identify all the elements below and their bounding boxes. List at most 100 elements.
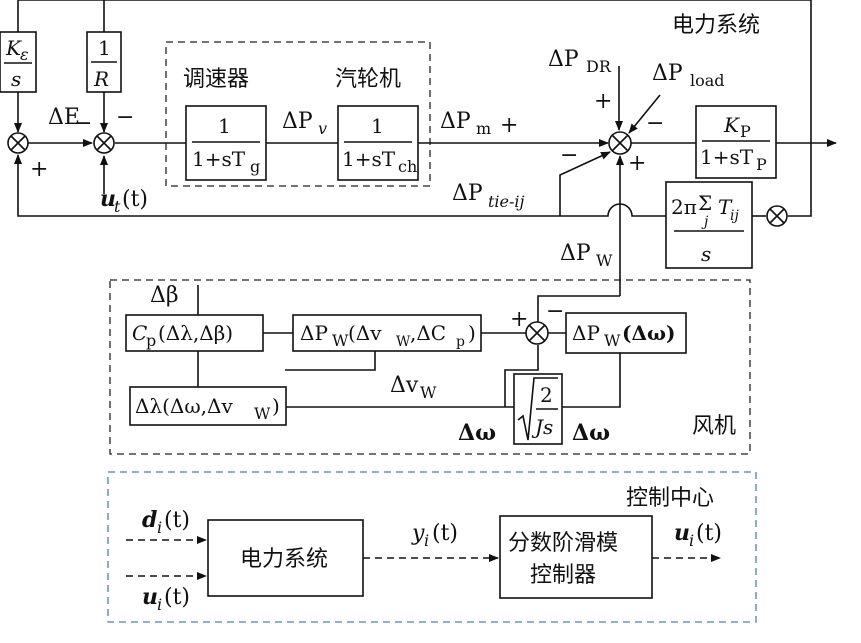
svg-text:电力系统: 电力系统 [240, 547, 328, 572]
turbine-block: 汽轮机 1 1+sT ch [335, 67, 419, 181]
domega-right-wire [562, 353, 621, 408]
svg-text:m: m [476, 119, 491, 138]
ui-in-label: u [142, 584, 158, 610]
svg-text:p: p [456, 334, 465, 350]
svg-text:Σ: Σ [698, 191, 712, 215]
wind-turbine-title: 风机 [692, 414, 736, 439]
control-center-title: 控制中心 [626, 486, 714, 511]
svg-text:W: W [596, 251, 613, 270]
svg-text:分数阶滑模: 分数阶滑模 [508, 531, 618, 556]
yi-label: y [411, 521, 425, 546]
svg-text:ch: ch [398, 157, 417, 176]
svg-text:1+sT: 1+sT [192, 147, 246, 171]
dPtie-label: ΔP [452, 181, 483, 206]
svg-text:1: 1 [98, 36, 111, 60]
svg-text:ij: ij [730, 208, 739, 224]
di-label: d [142, 507, 157, 533]
svg-text:,ΔC: ,ΔC [410, 321, 446, 345]
dPtie-wire [14, 154, 666, 217]
svg-text:W: W [254, 404, 271, 423]
svg-text:tie-ij: tie-ij [488, 192, 525, 211]
sum-junction-wind [525, 321, 549, 345]
svg-text:j: j [701, 214, 709, 230]
svg-text:W: W [420, 383, 437, 402]
dPw-label: ΔP [560, 241, 591, 266]
svg-text:p: p [146, 331, 156, 350]
svg-text:T: T [718, 195, 733, 219]
svg-text:ΔP: ΔP [572, 321, 600, 345]
sum5-out-wire [537, 295, 620, 322]
domega-left-label: Δω [458, 420, 496, 446]
sign-main-plus-left: + [500, 113, 518, 138]
sign-main-minus-tie: − [560, 143, 578, 168]
ui-out-label: u [674, 520, 690, 546]
power-system-block: 电力系统 [207, 519, 364, 597]
governor-turbine-frame [165, 41, 431, 187]
svg-text:控制器: 控制器 [530, 563, 596, 588]
power-system-title: 电力系统 [672, 13, 760, 38]
svg-text:i: i [157, 595, 162, 614]
droop-block: 1 R [86, 31, 122, 93]
governor-block: 调速器 1 1+sT g [183, 67, 267, 181]
dvw-label: Δv [390, 373, 419, 398]
sign-sum2-minus-top: − [116, 105, 134, 130]
svg-text:(t): (t) [696, 521, 722, 546]
svg-text:i: i [689, 531, 694, 550]
svg-text:DR: DR [586, 57, 612, 76]
svg-text:(t): (t) [164, 585, 190, 610]
fractional-smc-block: 分数阶滑模 控制器 [499, 515, 653, 599]
sign-sum1-plus: + [30, 157, 48, 182]
domega-right-label: Δω [572, 420, 610, 446]
svg-text:): ) [468, 321, 476, 345]
svg-text:(t): (t) [164, 508, 190, 533]
integrator-block: K ε s [0, 31, 37, 93]
svg-text:(Δλ,Δβ): (Δλ,Δβ) [158, 321, 233, 345]
svg-text:g: g [250, 157, 260, 176]
plant-block: K P 1+sT P [695, 105, 777, 179]
svg-text:1+sT: 1+sT [700, 145, 754, 169]
svg-text:W: W [332, 331, 349, 350]
inertia-block: 2 Js [513, 373, 563, 445]
svg-text:1: 1 [371, 114, 384, 138]
pw-function-block: ΔP W (Δv W ,ΔC p ) [292, 314, 482, 352]
svg-text:i: i [157, 518, 162, 537]
svg-text:2: 2 [540, 383, 553, 407]
dPm-label: ΔP [440, 109, 471, 134]
svg-text:(t): (t) [432, 521, 458, 546]
svg-text:(t): (t) [122, 187, 148, 212]
sign-main-minus-load: − [646, 111, 664, 136]
dE-label: ΔE [48, 105, 80, 130]
sign-wind-minus: − [546, 299, 564, 324]
cp-block: C p (Δλ,Δβ) [125, 314, 264, 352]
svg-text:2π: 2π [671, 195, 697, 219]
governor-label: 调速器 [183, 67, 249, 92]
svg-text:): ) [272, 394, 280, 418]
dPload-wire [628, 94, 661, 134]
dPtie-in-wire [559, 151, 611, 216]
svg-text:(Δv: (Δv [348, 321, 382, 345]
sign-main-plus-top: + [594, 89, 612, 114]
dbeta-label: Δβ [150, 283, 179, 308]
svg-text:s: s [701, 242, 711, 266]
dvw-wire [285, 351, 376, 371]
svg-text:ε: ε [20, 45, 29, 64]
svg-text:Δλ(Δω,Δv: Δλ(Δω,Δv [135, 394, 233, 418]
turbine-label: 汽轮机 [335, 67, 401, 92]
svg-text:W: W [604, 331, 621, 350]
svg-text:K: K [5, 36, 22, 60]
svg-text:1+sT: 1+sT [342, 147, 396, 171]
tieline-block: 2π Σ j T ij s [665, 181, 753, 269]
sign-sum2-minus-left: − [74, 111, 92, 136]
svg-text:ΔP: ΔP [300, 321, 328, 345]
svg-text:W: W [396, 334, 411, 350]
svg-text:(Δω): (Δω) [622, 321, 676, 345]
sum-junction-tie [766, 205, 788, 227]
wind-turbine-frame [109, 279, 751, 455]
svg-text:s: s [11, 67, 21, 91]
frequency-feedback-wire [17, 0, 812, 217]
sign-main-plus-bottom: + [628, 151, 646, 176]
svg-text:P: P [756, 155, 767, 174]
lambda-block: Δλ(Δω,Δv W ) [129, 386, 287, 426]
svg-text:C: C [132, 321, 147, 345]
